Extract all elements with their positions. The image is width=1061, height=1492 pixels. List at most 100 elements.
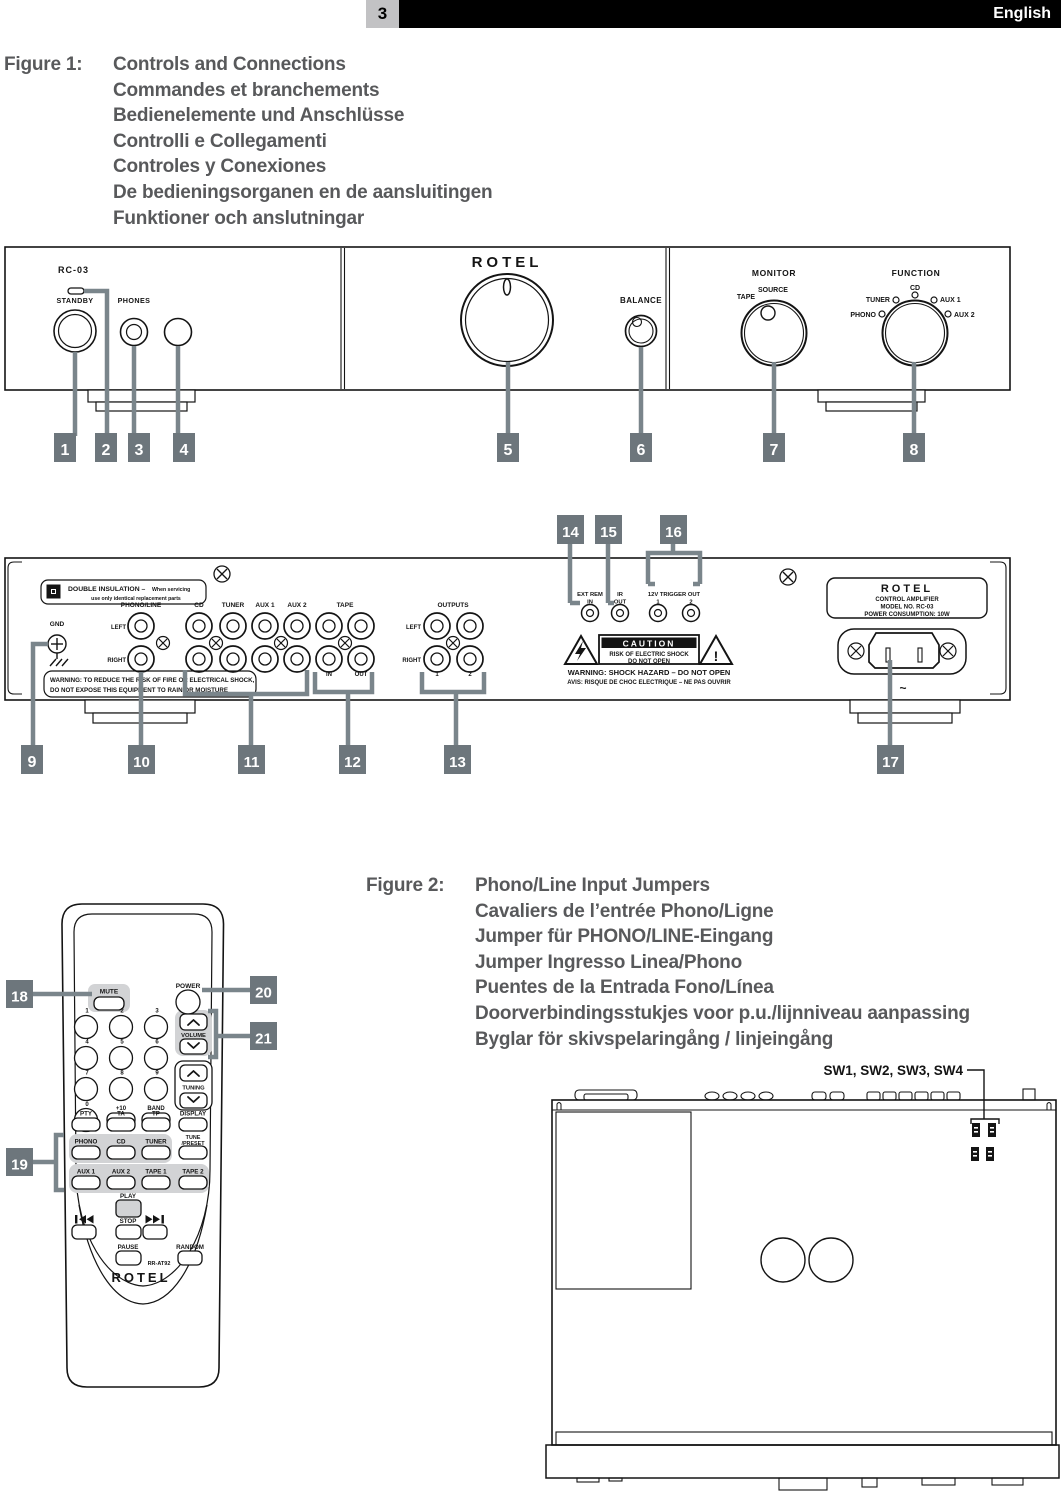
aux1-label: AUX 1 bbox=[77, 1169, 96, 1176]
volume-knob bbox=[460, 273, 554, 367]
remote-brand-logo: ROTEL bbox=[111, 1270, 170, 1285]
phones-jack bbox=[119, 317, 149, 347]
tape-header: TAPE bbox=[337, 602, 355, 609]
svg-text:9: 9 bbox=[28, 754, 37, 771]
digit-8-button bbox=[108, 1076, 134, 1102]
volume-label: VOLUME bbox=[181, 1033, 206, 1039]
stop-label: STOP bbox=[120, 1218, 137, 1225]
caution-label: CAUTION bbox=[623, 639, 676, 649]
function-tuner-label: TUNER bbox=[866, 297, 890, 304]
digit-2-label: 2 bbox=[120, 1009, 124, 1015]
exclamation-triangle-icon bbox=[698, 633, 734, 665]
tuner-header: TUNER bbox=[222, 602, 245, 609]
power-button bbox=[175, 989, 201, 1015]
rear-warning-line1: WARNING: TO REDUCE THE RISK OF FIRE OR E… bbox=[50, 677, 255, 684]
front-foot-left bbox=[87, 389, 196, 412]
rear-brand-logo: ROTEL bbox=[881, 583, 933, 595]
figure2-title-nl: Doorverbindingsstukjes voor p.u./lijnniv… bbox=[475, 1002, 970, 1024]
digit-4-label: 4 bbox=[85, 1040, 89, 1046]
aux2-header: AUX 2 bbox=[287, 602, 307, 609]
lightning-triangle-icon bbox=[563, 633, 599, 665]
right-label: RIGHT bbox=[107, 658, 126, 664]
svg-text:14: 14 bbox=[562, 524, 579, 541]
trigger-label: 12V TRIGGER OUT bbox=[648, 592, 701, 598]
output2-label: 2 bbox=[468, 672, 472, 678]
monitor-label: MONITOR bbox=[752, 268, 796, 278]
digit-1-button bbox=[73, 1014, 99, 1040]
top-view-diagram: SW1, SW2, SW3, SW4 bbox=[545, 1063, 1060, 1491]
double-insulation-note: When servicing bbox=[152, 587, 190, 593]
function-aux2-label: AUX 2 bbox=[954, 312, 975, 319]
figure1-caption: Figure 1: Controls and Connections Comma… bbox=[4, 52, 493, 231]
chevron-down-icon bbox=[187, 1042, 200, 1049]
figure2-title-de: Jumper für PHONO/LINE-Eingang bbox=[475, 926, 774, 948]
page-number: 3 bbox=[366, 0, 399, 28]
digit-9-label: 9 bbox=[155, 1071, 159, 1077]
digit-3-label: 3 bbox=[155, 1009, 159, 1015]
play-label: PLAY bbox=[120, 1193, 137, 1200]
band-label: BAND bbox=[147, 1106, 165, 1112]
digit-6-button bbox=[143, 1045, 169, 1071]
tp-button bbox=[141, 1117, 171, 1132]
tuner-jacks bbox=[219, 612, 247, 673]
ext-rem-in-label: IN bbox=[587, 600, 593, 606]
outputs-right-label: RIGHT bbox=[402, 658, 421, 664]
ir-label: IR bbox=[617, 592, 624, 598]
digit-0-label: 0 bbox=[85, 1102, 89, 1108]
source-row2-shade bbox=[69, 1164, 209, 1193]
rear-leader-lines bbox=[30, 543, 893, 747]
tuner-label: TUNER bbox=[145, 1139, 167, 1146]
callout-8: 8 bbox=[903, 433, 925, 462]
cd-header: CD bbox=[194, 602, 204, 609]
callout-2: 2 bbox=[95, 433, 117, 462]
phono-line-header: PHONO/LINE bbox=[121, 602, 162, 609]
digit-4-button bbox=[73, 1045, 99, 1071]
callout-18: 18 bbox=[6, 980, 33, 1008]
callout-15: 15 bbox=[595, 515, 622, 544]
svg-text:21: 21 bbox=[255, 1031, 272, 1048]
caution-box bbox=[598, 634, 700, 665]
tape2-button bbox=[178, 1175, 208, 1190]
figure2-label: Figure 2: bbox=[366, 875, 445, 896]
remote-leader-lines bbox=[32, 987, 250, 1193]
digit-8-label: 8 bbox=[120, 1071, 124, 1077]
callout-14: 14 bbox=[557, 515, 584, 544]
top-view-front-controls bbox=[576, 1477, 1024, 1491]
chevron-down-icon bbox=[187, 1096, 200, 1103]
output1-label: 1 bbox=[435, 672, 439, 678]
front-model-label: RC-03 bbox=[58, 265, 89, 275]
callout-13: 13 bbox=[444, 745, 471, 774]
plate-line3: POWER CONSUMPTION: 10W bbox=[864, 612, 950, 618]
skip-back-button bbox=[71, 1224, 97, 1240]
svg-text:7: 7 bbox=[770, 442, 779, 459]
balance-knob bbox=[624, 314, 658, 348]
function-label: FUNCTION bbox=[892, 268, 941, 278]
ext-rem-label: EXT REM bbox=[577, 592, 603, 598]
callout-17: 17 bbox=[877, 745, 904, 774]
header-bar: English bbox=[399, 0, 1061, 28]
chassis-screw-icon bbox=[779, 568, 797, 586]
svg-text:8: 8 bbox=[910, 442, 919, 459]
tuner-button bbox=[141, 1145, 171, 1160]
digit-7-button bbox=[73, 1076, 99, 1102]
remote-sensor bbox=[163, 317, 193, 347]
callout-3: 3 bbox=[128, 433, 150, 462]
display-label: DISPLAY bbox=[180, 1111, 207, 1118]
figure2-caption: Figure 2: Phono/Line Input Jumpers Caval… bbox=[366, 873, 970, 1052]
exclamation-mark: ! bbox=[714, 648, 719, 664]
double-insulation-icon bbox=[46, 584, 61, 599]
function-phono-label: PHONO bbox=[850, 312, 876, 319]
ta-button bbox=[106, 1117, 136, 1132]
caution-header bbox=[601, 637, 697, 648]
outputs-header: OUTPUTS bbox=[437, 602, 469, 609]
pty-label: PTY bbox=[80, 1111, 93, 1118]
risk-line1: RISK OF ELECTRIC SHOCK bbox=[609, 652, 689, 658]
svg-text:15: 15 bbox=[600, 524, 617, 541]
figure1-titles: Controls and Connections Commandes et br… bbox=[113, 52, 493, 231]
tune-preset-label-line1: TUNE bbox=[186, 1135, 201, 1141]
chevron-up-icon bbox=[187, 1019, 200, 1026]
skip-back-icon bbox=[75, 1215, 94, 1224]
risk-line2: DO NOT OPEN bbox=[628, 659, 670, 665]
top-view-board-section bbox=[555, 1111, 692, 1290]
figure1-title-en: Controls and Connections bbox=[113, 54, 346, 75]
